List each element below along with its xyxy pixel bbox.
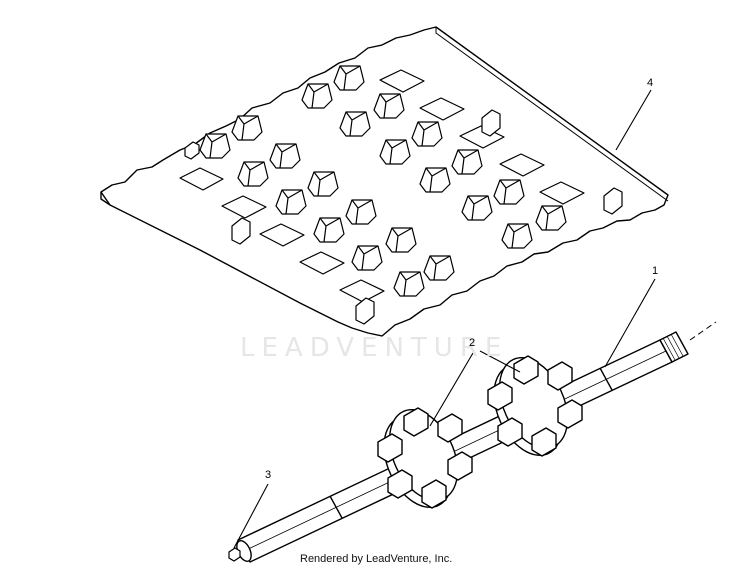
leader-lines (233, 89, 656, 549)
callout-1: 1 (652, 265, 659, 277)
sprocket-right (487, 355, 583, 457)
leader-3 (233, 483, 269, 549)
traction-lugs (199, 65, 567, 297)
watermark-text: LEADVENTURE (240, 333, 509, 363)
callout-4: 4 (647, 77, 654, 89)
sprocket-left (377, 407, 473, 509)
track-clips (184, 109, 623, 325)
render-credit: Rendered by LeadVenture, Inc. (300, 553, 453, 565)
leader-1 (604, 278, 656, 368)
grease-fitting (228, 547, 241, 562)
leader-2b (479, 350, 521, 373)
track-assembly (100, 26, 669, 337)
callout-3: 3 (265, 469, 272, 481)
drive-sprockets (377, 355, 583, 509)
spline-end (659, 331, 689, 363)
track-windows (179, 69, 585, 303)
leader-2a (429, 352, 474, 427)
callout-2: 2 (469, 337, 476, 349)
leader-4 (615, 89, 652, 151)
track-belt (100, 26, 669, 337)
